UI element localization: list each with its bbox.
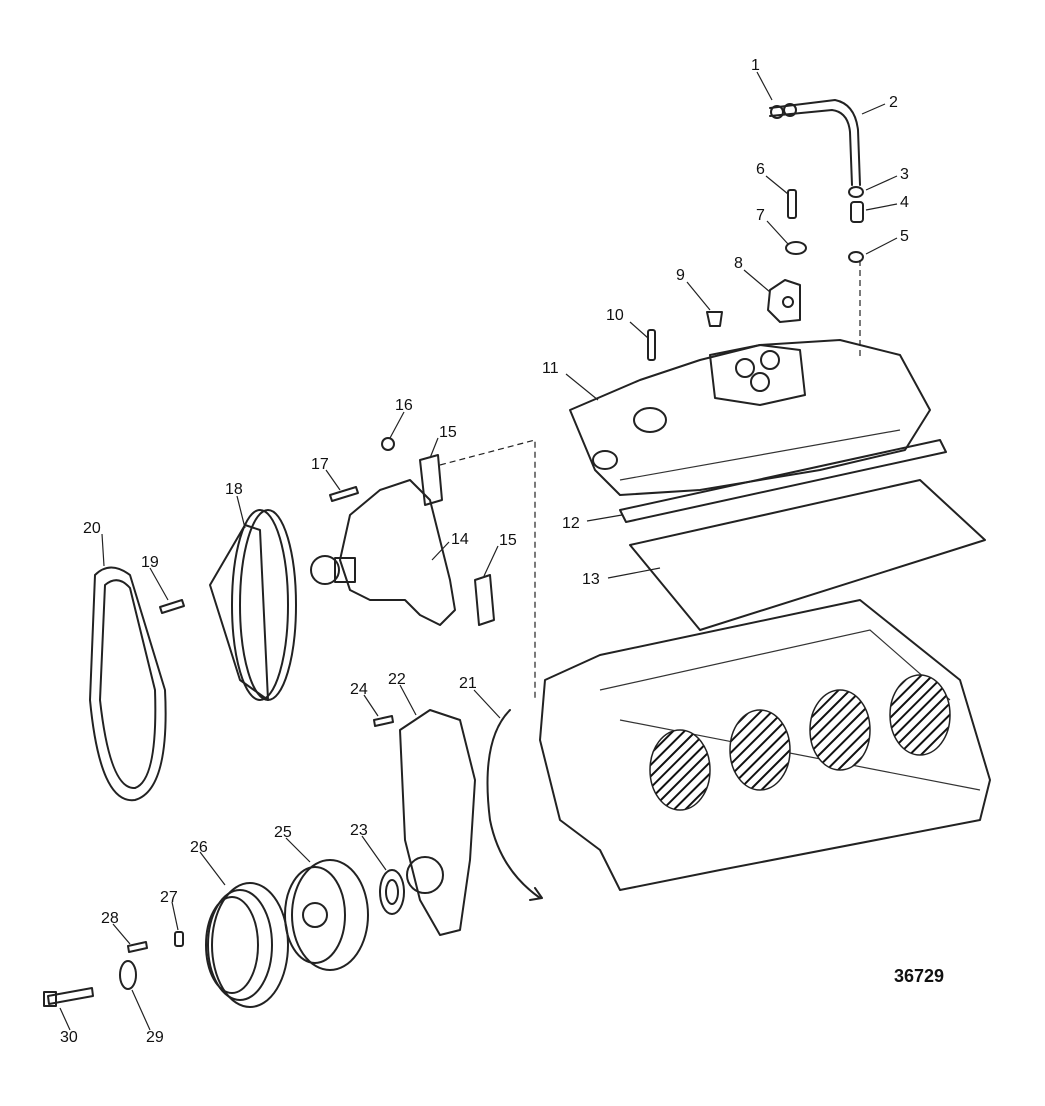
callout-9: 9 <box>676 267 685 284</box>
callout-22: 22 <box>388 671 406 688</box>
hose-assembly <box>769 99 864 263</box>
washer-7 <box>785 241 807 255</box>
callout-15-lower: 15 <box>499 532 517 549</box>
callout-21: 21 <box>459 675 477 692</box>
callout-18: 18 <box>225 481 243 498</box>
valley-cover <box>629 479 986 631</box>
callout-16: 16 <box>395 397 413 414</box>
callout-17: 17 <box>311 456 329 473</box>
bracket-8 <box>767 279 801 323</box>
callout-1: 1 <box>751 57 760 74</box>
callout-2: 2 <box>889 94 898 111</box>
callout-28: 28 <box>101 910 119 927</box>
gasket-15-lower <box>474 574 495 626</box>
engine-block <box>539 599 991 891</box>
callout-20: 20 <box>83 520 101 537</box>
callout-25: 25 <box>274 824 292 841</box>
callout-30: 30 <box>60 1029 78 1046</box>
intake-gasket <box>619 439 947 523</box>
callout-14: 14 <box>451 531 469 548</box>
bolt-28 <box>127 941 148 953</box>
callout-11: 11 <box>542 360 559 377</box>
figure-number: 36729 <box>894 966 944 986</box>
callout-8: 8 <box>734 255 743 272</box>
harmonic-damper <box>284 859 369 971</box>
water-pump <box>310 479 456 626</box>
water-pump-pulley <box>209 509 297 701</box>
bolt-19 <box>159 599 185 614</box>
bolt-6 <box>787 189 797 219</box>
leader-lines <box>59 71 898 1031</box>
intake-manifold <box>569 339 931 496</box>
callout-10: 10 <box>606 307 624 324</box>
callout-26: 26 <box>190 839 208 856</box>
bolt-27 <box>174 931 184 947</box>
callout-labels: 1 2 3 4 5 6 7 8 9 10 11 12 13 14 15 15 1… <box>60 57 909 1046</box>
callout-3: 3 <box>900 166 909 183</box>
callout-19: 19 <box>141 554 159 571</box>
gasket-15-upper <box>419 454 443 506</box>
callout-4: 4 <box>900 194 909 211</box>
plug-9 <box>706 311 723 327</box>
nut-16 <box>381 437 395 451</box>
bolt-24 <box>373 715 394 727</box>
callout-23: 23 <box>350 822 368 839</box>
bolt-17 <box>329 486 359 502</box>
drive-belt <box>89 566 167 802</box>
bolt-30 <box>43 987 94 1007</box>
callout-13: 13 <box>582 571 600 588</box>
callout-24: 24 <box>350 681 368 698</box>
callout-29: 29 <box>146 1029 164 1046</box>
oil-seal-23 <box>379 869 405 915</box>
washer-29 <box>119 960 137 990</box>
callout-15-upper: 15 <box>439 424 457 441</box>
cover-seal-21 <box>486 709 543 901</box>
callout-7: 7 <box>756 207 765 224</box>
callout-6: 6 <box>756 161 765 178</box>
crank-pulley <box>205 882 289 1008</box>
timing-cover <box>399 709 476 936</box>
callout-5: 5 <box>900 228 909 245</box>
callout-12: 12 <box>562 515 580 532</box>
stud-10 <box>647 329 656 361</box>
alignment-lines <box>439 260 861 700</box>
callout-27: 27 <box>160 889 178 906</box>
